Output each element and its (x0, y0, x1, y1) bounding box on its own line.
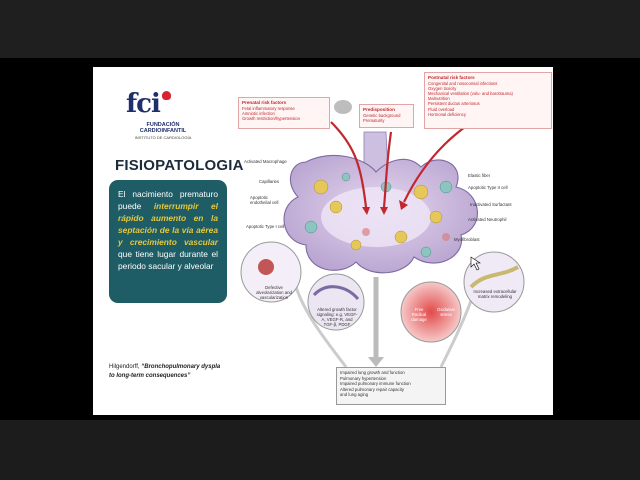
predisposition-item: Genetic background (363, 112, 401, 118)
predisposition-item: Prematurity (363, 117, 385, 123)
postnatal-risk-box: Postnatal risk factors Congenital and no… (424, 72, 552, 129)
summary-highlight: interrumpir el rápido aumento en la sept… (118, 201, 218, 247)
logo-name-line2: CARDIOINFANTIL (139, 128, 187, 134)
reference-title: “Bronchopulmonary dyspla (141, 364, 221, 370)
circle-label: Defective alveolarization and vasculariz… (256, 285, 292, 300)
predisposition-title: Predisposition (363, 107, 395, 112)
prenatal-item: Growth restriction/hypertension (242, 115, 300, 121)
cell-label: Myofibroblast (454, 237, 480, 242)
postnatal-item: Hormonal deficiency (428, 111, 466, 117)
video-bottom-bar (0, 420, 640, 480)
prenatal-title: Prenatal risk factors (242, 100, 287, 105)
outcome-item: Impaired pulmonary immune function (340, 381, 411, 387)
prenatal-risk-box: Prenatal risk factors Fetal inflammatory… (238, 97, 330, 129)
postnatal-item: Congenital and nosocomial infections (428, 80, 498, 86)
postnatal-item: Malnutrition (428, 96, 450, 102)
cell-label: Capillaries (259, 179, 280, 184)
postnatal-item: Persistent ductus arteriosus (428, 101, 480, 107)
mouse-cursor-icon (470, 256, 481, 271)
outcome-item: and lung aging (340, 392, 369, 398)
outcomes-box: Impaired lung growth and function Pulmon… (336, 367, 446, 405)
outcome-item: Altered pulmonary repair capacity (340, 386, 405, 392)
postnatal-title: Postnatal risk factors (428, 75, 475, 80)
reference-citation: Hilgendorff, “Bronchopulmonary dyspla to… (109, 363, 220, 381)
prenatal-item: Fetal inflammatory response (242, 105, 295, 111)
video-top-bar (0, 0, 640, 58)
circle-label: Increased extracellular matrix remodelin… (473, 289, 517, 299)
reference-title-cont: to long-term consequences” (109, 373, 191, 379)
cell-label: Elastic fiber (468, 173, 491, 178)
circle-label: Free Radical damage (411, 307, 427, 322)
slide-title: FISIOPATOLOGIA (115, 157, 244, 174)
cell-label: Apoptotic endothelial cell (250, 195, 279, 205)
logo-name: FUNDACIÓN CARDIOINFANTIL (118, 122, 208, 134)
cell-label: Apoptotic Type I cell (246, 224, 285, 229)
logo-subtitle: INSTITUTO DE CARDIOLOGÍA (134, 135, 192, 140)
cell-label: Apoptotic Type II cell (468, 185, 508, 190)
circle-label: Altered growth factor signaling: e.g. VE… (316, 307, 358, 327)
logo-mark: fci (126, 89, 161, 119)
cell-label: Inactivated Surfactant (470, 202, 512, 207)
logo-name-line1: FUNDACIÓN (146, 122, 180, 128)
heart-icon (162, 91, 171, 100)
bpd-pathophysiology-figure: Prenatal risk factors Fetal inflammatory… (236, 67, 553, 415)
presentation-slide: fci FUNDACIÓN CARDIOINFANTIL INSTITUTO D… (93, 67, 553, 415)
summary-text-part2: que tiene lugar durante el periodo sacul… (118, 249, 218, 271)
prenatal-item: Amniotic infection (242, 110, 275, 116)
postnatal-item: Mechanical ventilation (volu- and barotr… (428, 90, 513, 96)
summary-text-part1: El nacimiento prematuro puede (118, 189, 218, 211)
circle-label: Oxidative stress (437, 307, 455, 317)
cell-label: Activated Neutrophil (468, 217, 507, 222)
summary-textbox: El nacimiento prematuro puede interrumpi… (109, 180, 227, 303)
fci-logo: fci FUNDACIÓN CARDIOINFANTIL INSTITUTO D… (118, 89, 208, 144)
outcome-item: Impaired lung growth and function (340, 370, 405, 375)
postnatal-item: Fluid overload (428, 106, 455, 112)
outcome-item: Pulmonary hypertension (340, 375, 387, 381)
predisposition-box: Predisposition Genetic background Premat… (359, 104, 414, 128)
postnatal-item: Oxygen toxicity (428, 85, 457, 91)
reference-author: Hilgendorff, (109, 364, 140, 370)
cell-label: Activated Macrophage (244, 159, 287, 164)
